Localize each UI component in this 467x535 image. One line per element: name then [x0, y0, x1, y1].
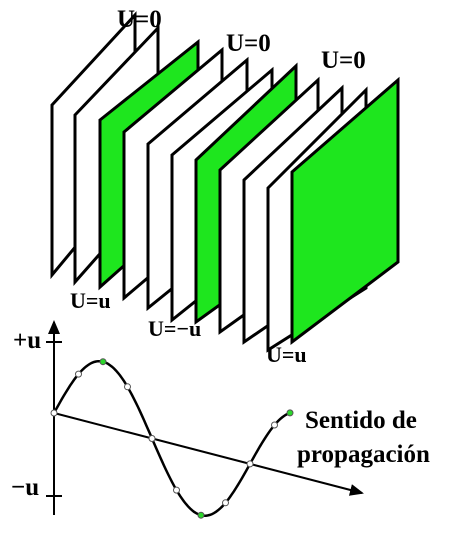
y-top-label: +u — [13, 327, 41, 354]
wave-marker-6 — [173, 486, 180, 494]
wave-marker-3 — [99, 358, 107, 366]
plate-11 — [290, 76, 400, 346]
wave-marker-7 — [197, 511, 205, 519]
label-u-zero-1: U=0 — [117, 6, 162, 33]
arrow-right-icon — [53, 412, 364, 496]
wave-marker-5 — [148, 435, 156, 442]
wave-marker-4 — [124, 383, 131, 391]
wavefront-plates — [50, 11, 400, 353]
wave — [50, 358, 294, 519]
wave-curve — [52, 359, 291, 517]
label-u-zero-3: U=0 — [321, 47, 366, 74]
wave-marker-1 — [50, 409, 58, 417]
y-bottom-label: −u — [11, 474, 39, 501]
wave-marker-11 — [286, 409, 294, 417]
label-u-plus-front: U=u — [70, 288, 111, 313]
wave-marker-10 — [271, 421, 278, 429]
label-u-zero-2: U=0 — [226, 30, 271, 57]
label-u-minus: U=−u — [148, 316, 201, 341]
direction-label-line2: propagación — [297, 441, 430, 468]
label-u-plus-last: U=u — [266, 342, 307, 367]
plate-labels: U=0 U=0 U=0 U=u U=−u U=u — [70, 6, 366, 367]
direction-label-line1: Sentido de — [305, 407, 417, 434]
graph-axes — [46, 320, 364, 515]
wave-marker-2 — [75, 370, 82, 378]
wave-marker-9 — [246, 460, 254, 468]
graph-labels: +u −u Sentido de propagación — [11, 327, 430, 501]
wave-marker-8 — [222, 499, 229, 507]
